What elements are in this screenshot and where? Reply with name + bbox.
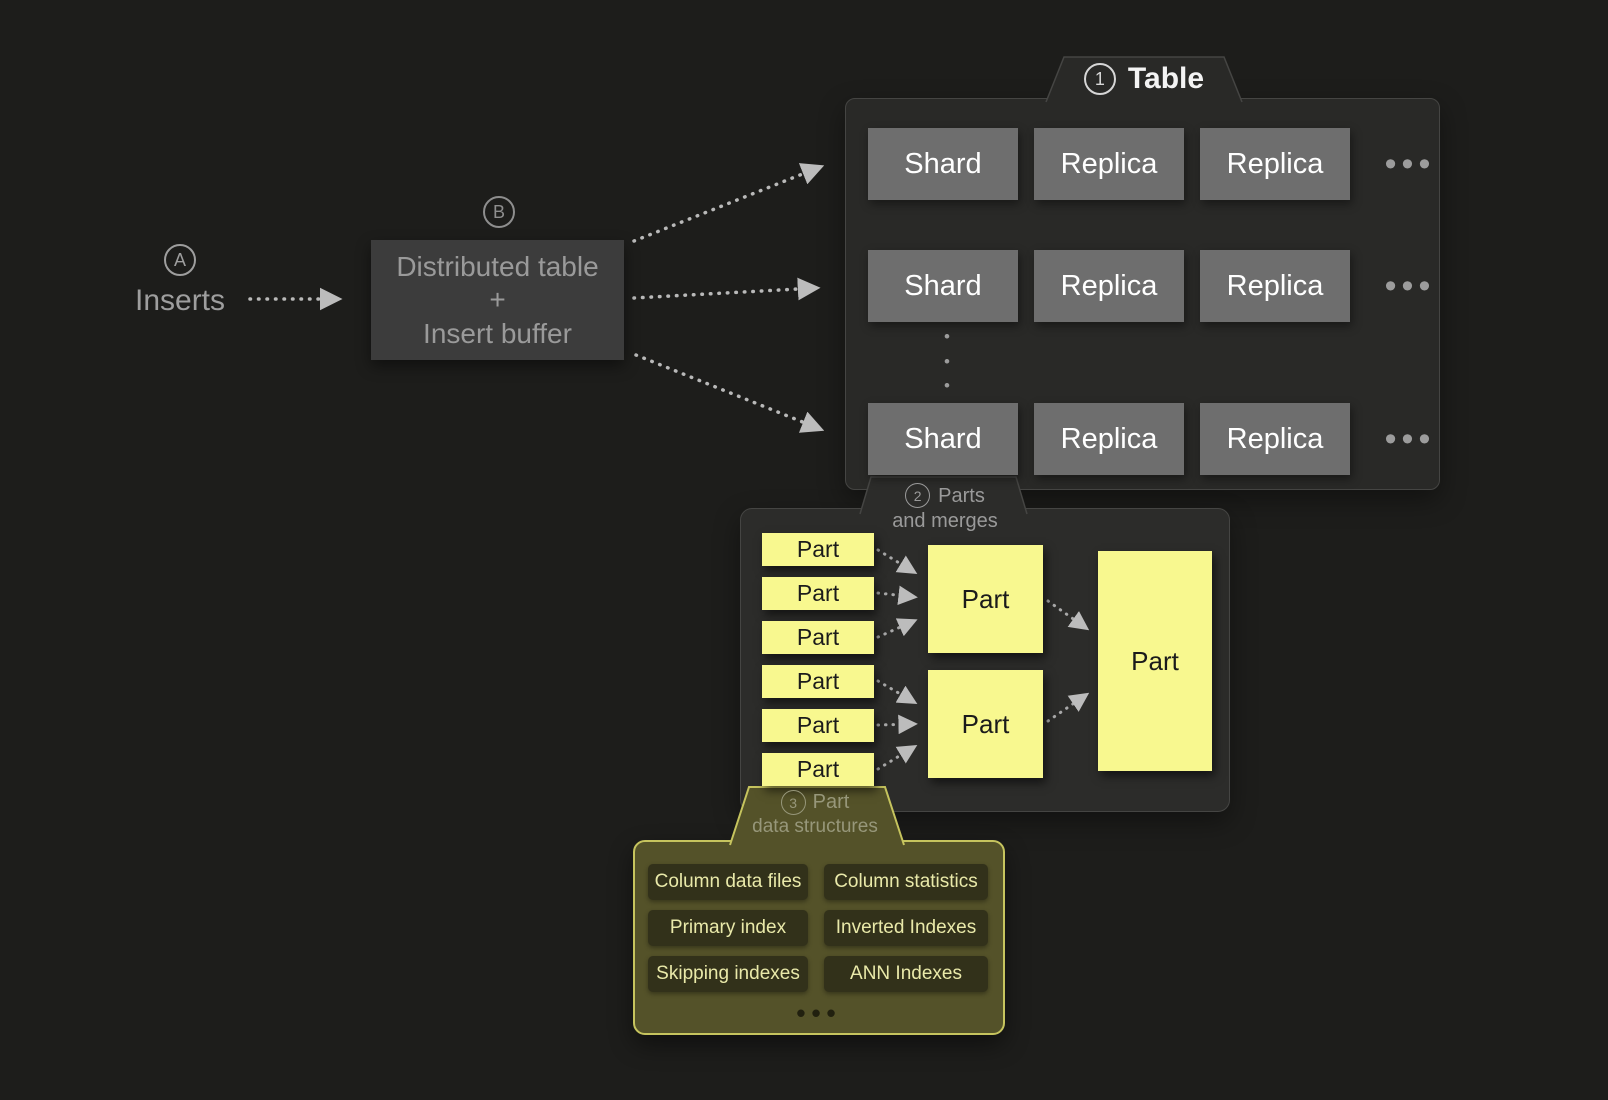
badge-b-icon: B <box>483 196 515 228</box>
replica-box: Replica <box>1034 403 1184 475</box>
row-ellipsis: ••• <box>1384 144 1436 183</box>
shard-row-2: Shard Replica Replica ••• <box>868 250 1448 322</box>
replica-box: Replica <box>1034 250 1184 322</box>
replica-box: Replica <box>1200 403 1350 475</box>
distributed-line-1: Distributed table <box>396 251 599 283</box>
shard-row-1: Shard Replica Replica ••• <box>868 128 1448 200</box>
structures-title-line1: Part <box>812 791 850 813</box>
part-box-final: Part <box>1098 551 1212 771</box>
parts-title-line1: Parts <box>938 484 985 507</box>
part-box-small: Part <box>762 621 874 654</box>
structure-item: Column statistics <box>824 864 988 900</box>
parts-title-line2: and merges <box>892 510 998 532</box>
structure-item: ANN Indexes <box>824 956 988 992</box>
shard-box: Shard <box>868 403 1018 475</box>
dot: • <box>944 327 950 346</box>
distributed-table-box: Distributed table + Insert buffer <box>371 240 624 360</box>
parts-tab-title: 2 Parts and merges <box>855 483 1035 532</box>
structures-grid: Column data files Column statistics Prim… <box>648 864 990 992</box>
replica-box: Replica <box>1200 250 1350 322</box>
structure-item: Skipping indexes <box>648 956 808 992</box>
shard-box: Shard <box>868 250 1018 322</box>
shard-row-3: Shard Replica Replica ••• <box>868 403 1448 475</box>
row-ellipsis: ••• <box>1384 419 1436 458</box>
shard-box: Shard <box>868 128 1018 200</box>
part-box-small: Part <box>762 709 874 742</box>
dot: • <box>944 376 950 395</box>
vertical-ellipsis: • • • <box>926 328 968 394</box>
badge-3-icon: 3 <box>780 790 806 815</box>
inserts-group: A Inserts <box>118 244 242 318</box>
structure-item: Primary index <box>648 910 808 946</box>
arrow-to-shard-3 <box>634 353 825 433</box>
arrow-to-shard-2 <box>632 277 821 301</box>
part-box-small: Part <box>762 665 874 698</box>
badge-2-icon: 2 <box>905 483 931 508</box>
part-box-small: Part <box>762 753 874 786</box>
part-box-small: Part <box>762 533 874 566</box>
structures-title-line2: data structures <box>752 816 878 837</box>
badge-a-icon: A <box>164 244 196 276</box>
structures-tab-title: 3 Part data structures <box>733 790 897 838</box>
table-title-text: Table <box>1127 62 1205 95</box>
replica-box: Replica <box>1200 128 1350 200</box>
part-box-merged: Part <box>928 545 1043 653</box>
distributed-line-2: + <box>489 284 506 316</box>
distributed-line-3: Insert buffer <box>423 317 572 349</box>
part-box-small: Part <box>762 577 874 610</box>
structures-ellipsis: ••• <box>796 998 842 1028</box>
inserts-label: Inserts <box>134 284 226 317</box>
part-box-merged: Part <box>928 670 1043 778</box>
replica-box: Replica <box>1034 128 1184 200</box>
arrow-to-shard-1 <box>632 163 825 243</box>
structure-item: Column data files <box>648 864 808 900</box>
structure-item: Inverted Indexes <box>824 910 988 946</box>
dot: • <box>944 351 950 371</box>
table-tab-title: 1 Table <box>1046 57 1242 101</box>
row-ellipsis: ••• <box>1384 266 1436 305</box>
badge-1-icon: 1 <box>1083 63 1116 95</box>
